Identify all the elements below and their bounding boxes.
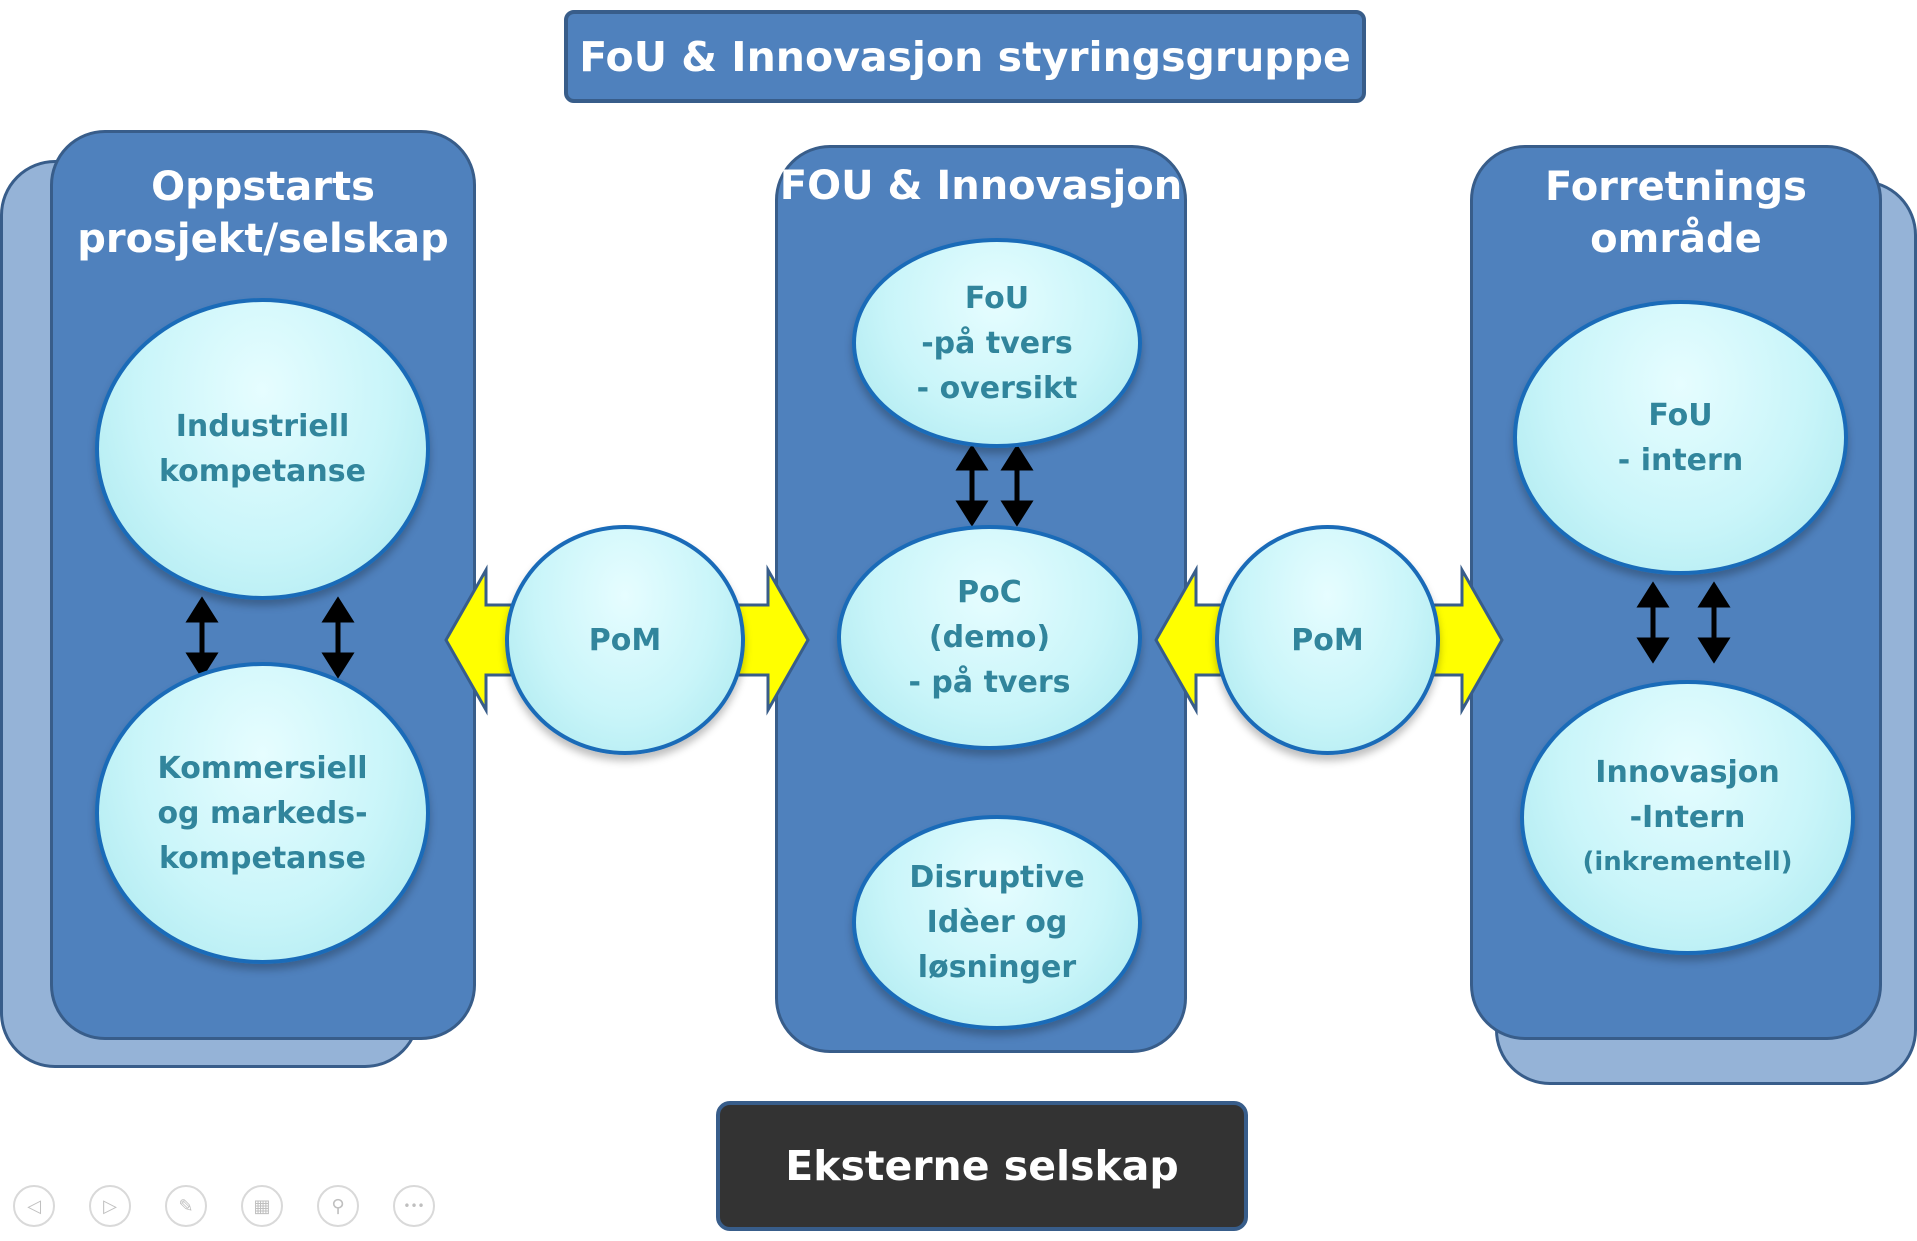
poc-demo-text: PoC (demo) - på tvers bbox=[908, 575, 1071, 700]
startup-panel-title: Oppstarts prosjekt/selskap bbox=[77, 164, 449, 262]
external-companies-banner: Eksterne selskap bbox=[716, 1101, 1248, 1231]
left-pom-bubble: PoM bbox=[505, 525, 745, 755]
steering-group-banner: FoU & Innovasjon styringsgruppe bbox=[564, 10, 1366, 103]
commercial-competence-text: Kommersiell og markeds- kompetanse bbox=[157, 750, 368, 876]
double-arrow-left-1 bbox=[185, 596, 219, 679]
rnd-internal-text: FoU - intern bbox=[1617, 397, 1744, 478]
industrial-competence-bubble: Industriell kompetanse bbox=[95, 298, 430, 600]
zoom-icon: ⚲ bbox=[331, 1195, 345, 1217]
prev-slide-button[interactable]: ◁ bbox=[13, 1185, 55, 1227]
more-icon: ••• bbox=[403, 1199, 425, 1213]
right-pom-bubble: PoM bbox=[1215, 525, 1440, 755]
steering-group-title: FoU & Innovasjon styringsgruppe bbox=[579, 32, 1351, 81]
slides-icon: ▦ bbox=[253, 1195, 271, 1217]
rnd-cross-overview-text: FoU -på tvers - oversikt bbox=[916, 280, 1078, 406]
rnd-cross-overview-bubble: FoU -på tvers - oversikt bbox=[852, 238, 1142, 448]
business-area-panel-title: Forretnings område bbox=[1545, 164, 1807, 262]
left-pom-text: PoM bbox=[588, 622, 662, 658]
right-pom-text: PoM bbox=[1291, 622, 1364, 658]
rnd-internal-bubble: FoU - intern bbox=[1513, 300, 1848, 575]
next-icon: ▷ bbox=[103, 1195, 117, 1217]
see-all-slides-button[interactable]: ▦ bbox=[241, 1185, 283, 1227]
next-slide-button[interactable]: ▷ bbox=[89, 1185, 131, 1227]
double-arrow-center-2 bbox=[1000, 444, 1034, 527]
pen-tool-button[interactable]: ✎ bbox=[165, 1185, 207, 1227]
double-arrow-right-1 bbox=[1636, 581, 1670, 664]
double-arrow-right-2 bbox=[1697, 581, 1731, 664]
prev-icon: ◁ bbox=[27, 1195, 41, 1217]
double-arrow-center-1 bbox=[955, 444, 989, 527]
innovation-internal-subtext: (inkrementell) bbox=[1582, 847, 1793, 877]
pen-icon: ✎ bbox=[178, 1195, 194, 1217]
business-area-panel: Forretnings område bbox=[1470, 145, 1882, 1040]
more-options-button[interactable]: ••• bbox=[393, 1185, 435, 1227]
poc-demo-bubble: PoC (demo) - på tvers bbox=[837, 525, 1142, 750]
disruptive-ideas-text: Disruptive Idèer og løsninger bbox=[909, 860, 1085, 985]
zoom-button[interactable]: ⚲ bbox=[317, 1185, 359, 1227]
industrial-competence-text: Industriell kompetanse bbox=[159, 409, 366, 489]
innovation-internal-text: Innovasjon -Intern bbox=[1595, 755, 1780, 835]
external-companies-title: Eksterne selskap bbox=[785, 1142, 1179, 1190]
double-arrow-left-2 bbox=[321, 596, 355, 679]
innovation-internal-bubble: Innovasjon -Intern (inkrementell) bbox=[1520, 680, 1855, 955]
rnd-innovation-panel-title: FOU & Innovasjon bbox=[779, 163, 1183, 209]
disruptive-ideas-bubble: Disruptive Idèer og løsninger bbox=[852, 815, 1142, 1030]
commercial-competence-bubble: Kommersiell og markeds- kompetanse bbox=[95, 662, 430, 964]
